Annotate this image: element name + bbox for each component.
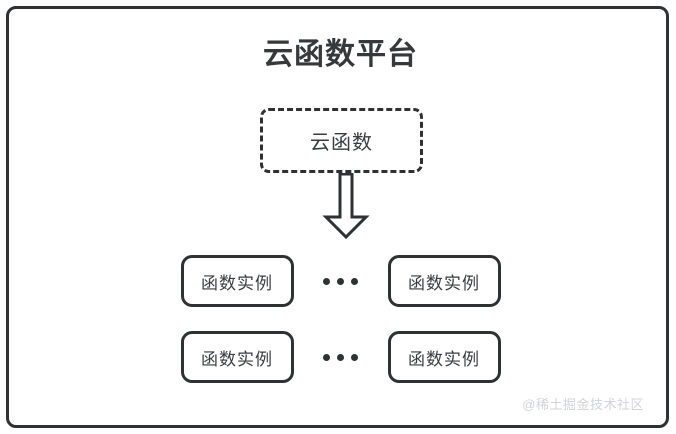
down-arrow-icon [322, 173, 370, 239]
function-instance-box: 函数实例 [180, 255, 294, 307]
function-instance-label: 函数实例 [201, 273, 273, 293]
function-instance-label: 函数实例 [408, 349, 480, 369]
function-instance-box: 函数实例 [180, 331, 294, 383]
function-instance-label: 函数实例 [201, 349, 273, 369]
cloud-function-platform-container: 云函数平台 云函数 函数实例 函数实例 函数实例 [6, 6, 669, 428]
instance-row-2: 函数实例 函数实例 [9, 331, 672, 383]
ellipsis-dot [337, 353, 344, 361]
function-instance-label: 函数实例 [408, 273, 480, 293]
instance-row-1: 函数实例 函数实例 [9, 255, 672, 307]
cloud-function-node-label: 云函数 [310, 132, 373, 154]
ellipsis-dot [351, 277, 358, 285]
ellipsis-dot [323, 277, 330, 285]
watermark: @稀土掘金技术社区 [522, 397, 644, 412]
ellipsis-icon [294, 255, 388, 307]
ellipsis-dot [323, 353, 330, 361]
ellipsis-dot [351, 353, 358, 361]
function-instance-box: 函数实例 [387, 331, 501, 383]
ellipsis-dot [337, 277, 344, 285]
cloud-function-node: 云函数 [260, 108, 423, 173]
ellipsis-icon [294, 331, 388, 383]
page-title: 云函数平台 [263, 38, 418, 71]
function-instance-box: 函数实例 [387, 255, 501, 307]
